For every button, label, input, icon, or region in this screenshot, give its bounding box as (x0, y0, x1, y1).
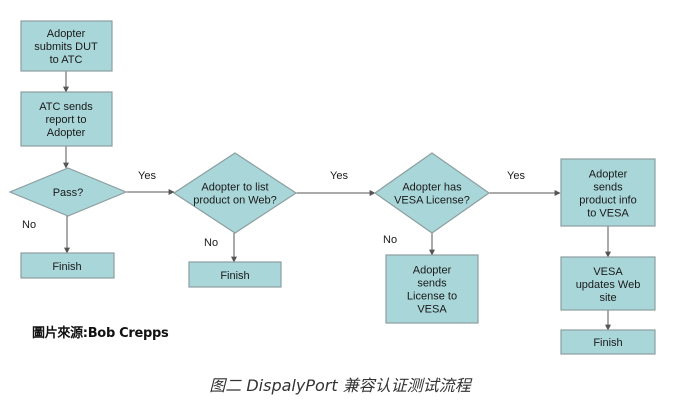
node-list-web-diamond (172, 152, 298, 234)
node-text-line: Adopter has (402, 182, 462, 194)
node-text-line: License to (407, 291, 457, 303)
node-text-line: Finish (220, 270, 249, 282)
node-text-line: Finish (593, 337, 622, 349)
connectors (63, 71, 611, 331)
node-text-line: report to (46, 114, 87, 126)
source-credit: 圖片來源:Bob Crepps (32, 326, 169, 341)
node-submit-dut-box (20, 20, 113, 72)
node-text-line: submits DUT (34, 41, 98, 53)
node-text-line: Adopter (47, 127, 86, 139)
node-text-line: site (599, 292, 616, 304)
node-text-line: Adopter (47, 28, 86, 40)
label-web-yes: Yes (330, 170, 348, 182)
node-text-line: product on Web? (193, 195, 277, 207)
label-license-yes: Yes (507, 170, 525, 182)
node-text-line: Adopter (413, 265, 452, 277)
node-text-line: sends (417, 278, 447, 290)
node-product-info-box (560, 158, 656, 227)
node-text-line: product info (579, 195, 636, 207)
node-vesa-update-box (560, 256, 656, 311)
node-text-line: Finish (52, 261, 81, 273)
node-text-line: VESA License? (394, 195, 470, 207)
node-finish-1-text: Finish (52, 261, 81, 273)
label-web-no: No (204, 237, 218, 249)
node-text-line: ATC sends (39, 101, 93, 113)
label-pass-no: No (22, 219, 36, 231)
node-vesa-license-diamond (373, 152, 491, 234)
node-text-line: Adopter to list (201, 182, 268, 194)
node-pass-diamond (8, 167, 128, 217)
node-text-line: to VESA (587, 208, 629, 220)
node-finish-3-text: Finish (593, 337, 622, 349)
label-pass-yes: Yes (138, 170, 156, 182)
node-finish-3-box (560, 329, 656, 355)
node-text-line: updates Web (576, 279, 641, 291)
node-text-line: VESA (593, 266, 623, 278)
node-pass-text: Pass? (53, 187, 84, 199)
node-finish-1-box (20, 252, 115, 279)
node-text-line: to ATC (50, 54, 83, 66)
label-license-no: No (383, 234, 397, 246)
node-finish-2-text: Finish (220, 270, 249, 282)
figure-caption: 图二 DispalyPort 兼容认证测试流程 (209, 376, 471, 395)
node-text-line: Pass? (53, 187, 84, 199)
node-text-line: sends (593, 182, 623, 194)
node-send-license-box (385, 254, 479, 324)
node-text-line: VESA (417, 304, 447, 316)
node-text-line: Adopter (589, 169, 628, 181)
node-atc-report-box (20, 91, 113, 147)
node-finish-2-box (188, 261, 282, 288)
